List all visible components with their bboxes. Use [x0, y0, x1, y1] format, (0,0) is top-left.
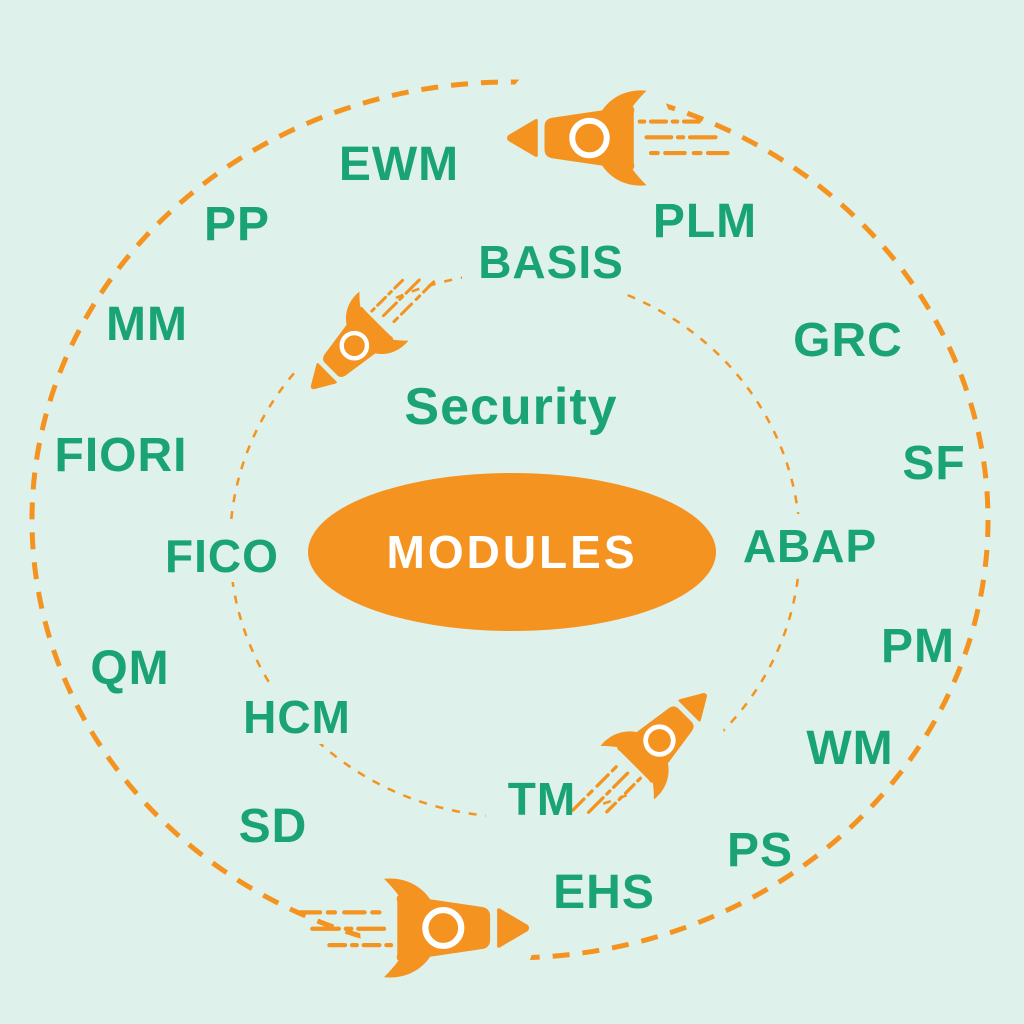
module-label-security: Security — [404, 378, 617, 436]
module-label-plm: PLM — [653, 195, 757, 248]
modules-center-ellipse — [308, 473, 716, 631]
module-label-abap: ABAP — [743, 520, 877, 572]
module-label-ps: PS — [727, 824, 793, 877]
module-label-hcm: HCM — [243, 691, 351, 743]
outer-orbit-ring — [29, 79, 991, 961]
module-label-fico: FICO — [165, 530, 279, 582]
module-label-wm: WM — [806, 722, 893, 775]
module-label-basis: BASIS — [478, 236, 624, 288]
module-label-grc: GRC — [793, 314, 903, 367]
module-label-fiori: FIORI — [55, 429, 188, 482]
module-label-tm: TM — [508, 773, 576, 825]
module-label-sd: SD — [239, 800, 308, 853]
module-label-pp: PP — [204, 198, 270, 251]
center-label: MODULES — [387, 526, 638, 578]
module-label-sf: SF — [902, 437, 965, 490]
module-label-mm: MM — [106, 298, 188, 351]
module-label-ewm: EWM — [339, 138, 459, 191]
module-label-pm: PM — [881, 620, 955, 673]
module-label-ehs: EHS — [553, 866, 655, 919]
module-label-qm: QM — [90, 642, 169, 695]
